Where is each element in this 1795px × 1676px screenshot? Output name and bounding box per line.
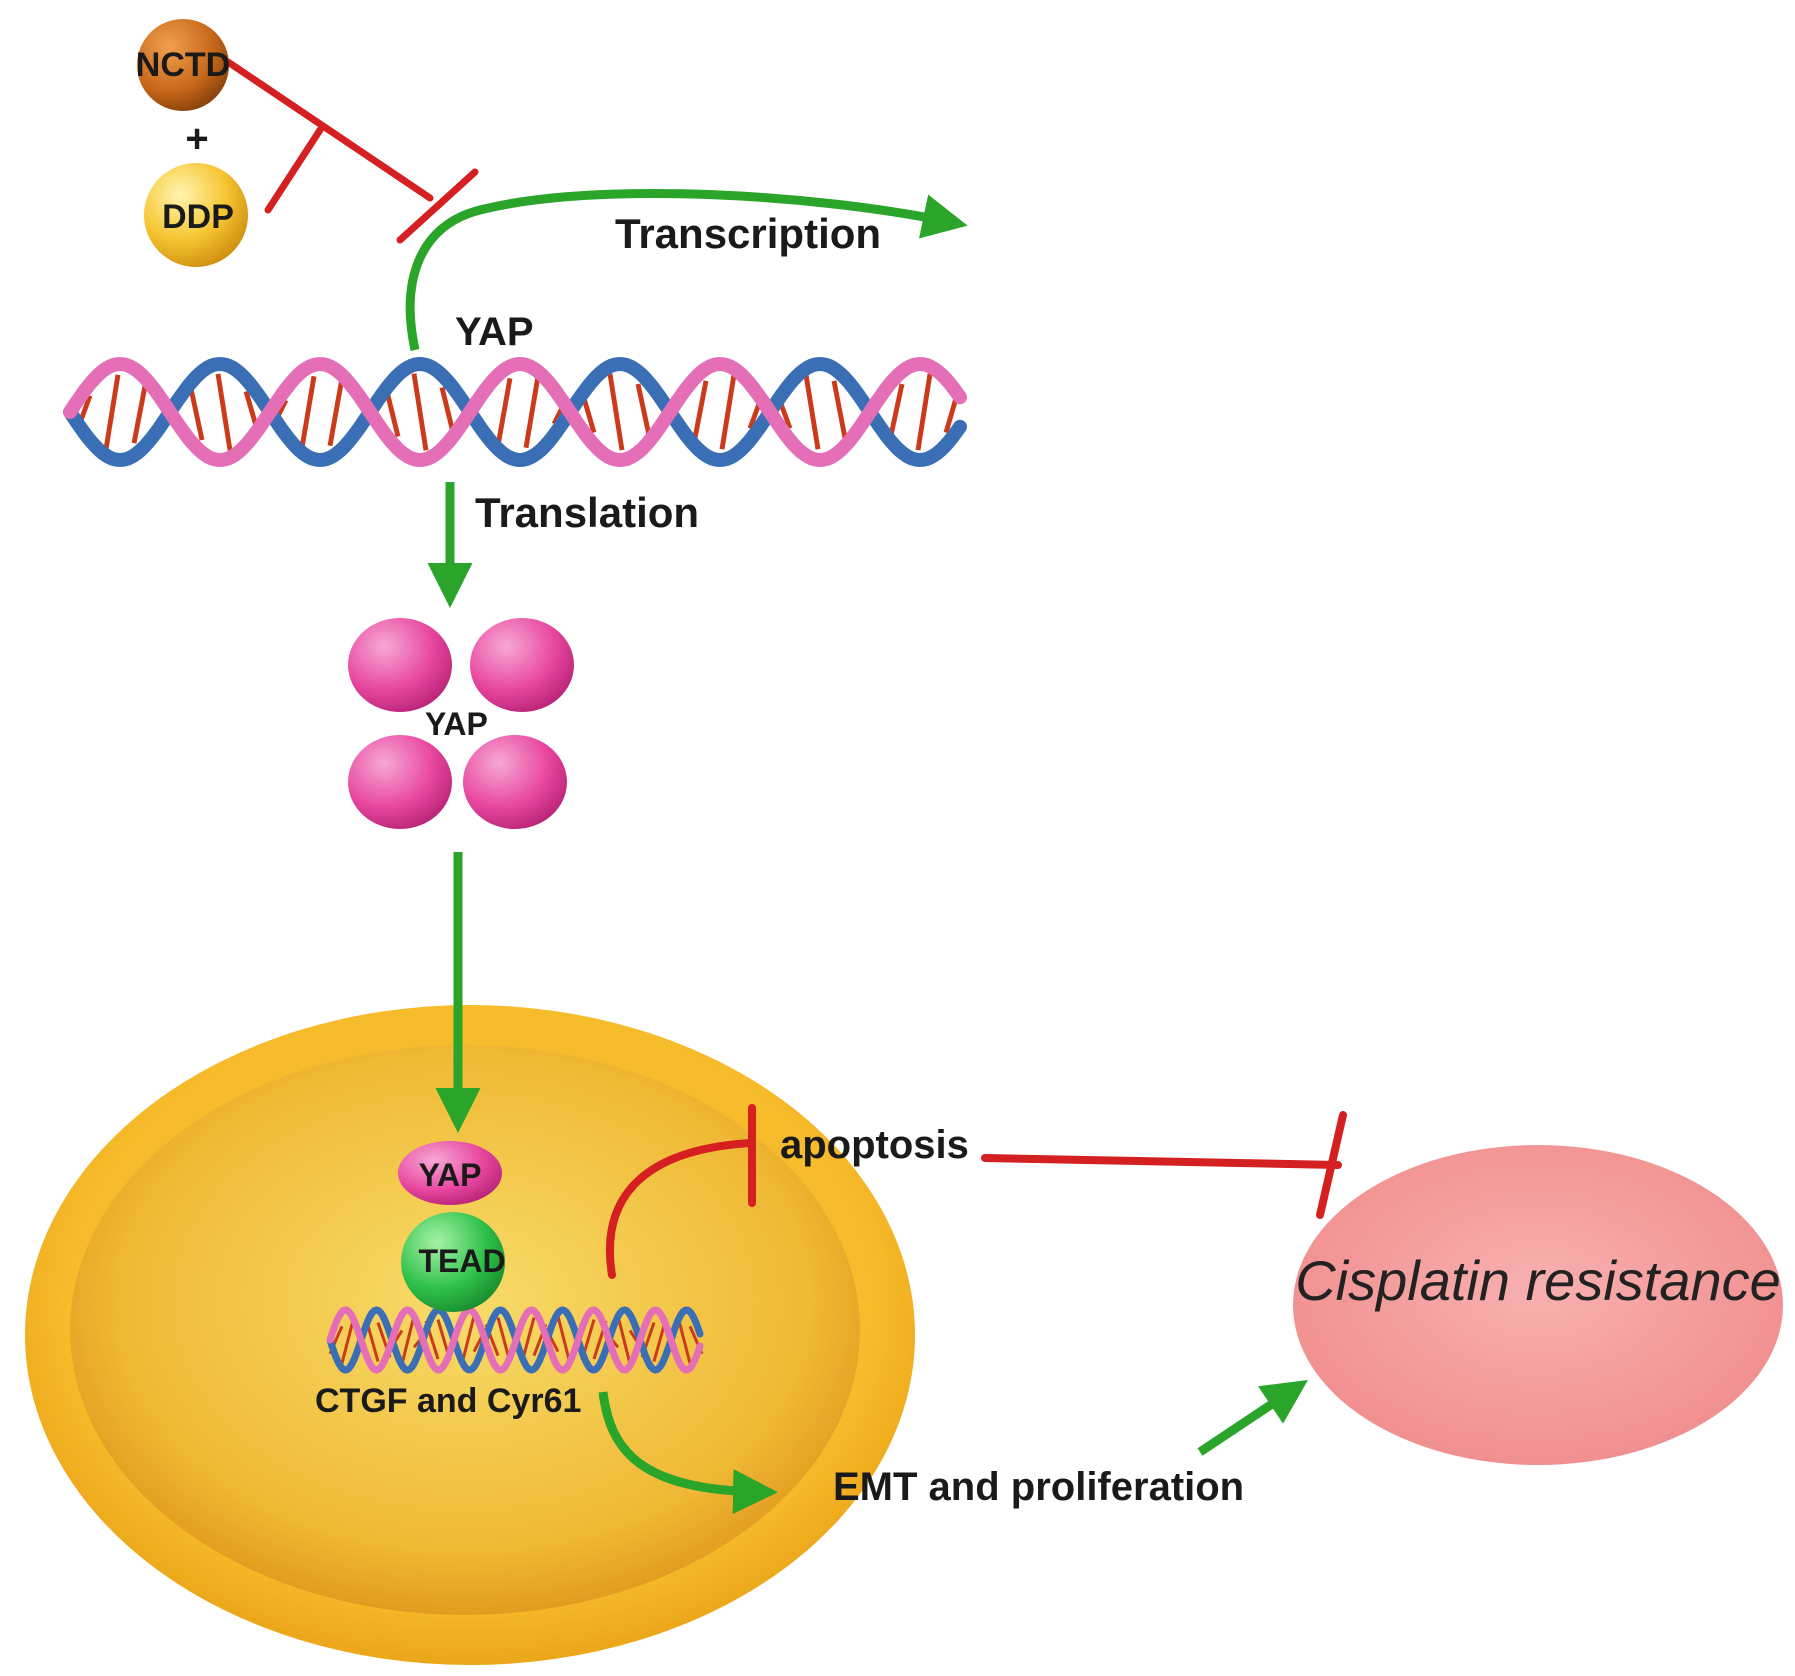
- cisplatin-resistance-label: Cisplatin resistance: [1295, 1249, 1781, 1312]
- dna-base-pair: [831, 380, 849, 444]
- yap-nuclear-label: YAP: [419, 1157, 482, 1193]
- dna-strand: [63, 356, 967, 468]
- dna-base-pair: [691, 380, 709, 444]
- dna-base-pair: [607, 373, 625, 451]
- dna-base-pair: [103, 374, 121, 450]
- dna-base-pair: [460, 1315, 476, 1365]
- transcription-label: Transcription: [615, 210, 881, 257]
- cisplatin-resistance-ellipse: [1293, 1145, 1783, 1465]
- dna-base-pair: [915, 373, 933, 451]
- ddp-molecule: [144, 163, 248, 267]
- dna-base-pair: [495, 377, 513, 447]
- dna-base-pair: [887, 383, 905, 441]
- ddp-label: DDP: [162, 198, 234, 236]
- dna-strand: [326, 1306, 704, 1374]
- yap-nuclear-protein: [398, 1141, 502, 1205]
- dna-base-pair: [187, 383, 205, 441]
- translation-label: Translation: [475, 489, 699, 536]
- dna-base-pair: [635, 383, 653, 441]
- yap-subunit: [348, 735, 452, 829]
- yap-subunit: [463, 735, 567, 829]
- yap-protein-label: YAP: [425, 706, 488, 742]
- transcription-arrow: [405, 189, 968, 351]
- dna-base-pair: [131, 380, 149, 444]
- dna-base-pair: [327, 377, 345, 447]
- dna-base-pair: [411, 373, 429, 451]
- tead-label: TEAD: [418, 1243, 505, 1279]
- yap-gene-label: YAP: [455, 310, 534, 354]
- dna-base-pair: [803, 374, 821, 450]
- yap-protein-cluster: [348, 618, 574, 829]
- dna-base-pair: [299, 375, 317, 449]
- dna-base-pair: [400, 1315, 416, 1365]
- dna-base-pair: [616, 1315, 632, 1365]
- dna-base-pair: [719, 374, 737, 450]
- apoptosis-inhibition-arrow: [605, 1104, 756, 1279]
- plus-label: +: [185, 117, 208, 161]
- nctd-molecule: [137, 19, 229, 111]
- nucleus-interior: [70, 1045, 860, 1615]
- yap-subunit: [348, 618, 452, 712]
- dna-helix-nucleus: [326, 1306, 704, 1374]
- yap-subunit: [470, 618, 574, 712]
- dna-helix-top: [63, 356, 967, 468]
- emt-proliferation-label: EMT and proliferation: [833, 1465, 1244, 1509]
- apoptosis-cisplatin-inhibition: [981, 1111, 1347, 1219]
- dna-base-pair: [523, 375, 541, 449]
- ctgf-cyr61-label: CTGF and Cyr61: [315, 1382, 581, 1420]
- emt-arrow: [598, 1391, 778, 1515]
- apoptosis-label: apoptosis: [780, 1123, 969, 1167]
- dna-base-pair: [556, 1315, 572, 1365]
- emt-cisplatin-arrow: [1197, 1380, 1308, 1456]
- nctd-label: NCTD: [136, 46, 230, 84]
- dna-base-pair: [215, 373, 233, 451]
- dna-strand: [63, 356, 967, 468]
- tead-protein: [401, 1212, 505, 1312]
- drug-inhibition-arrow: [224, 58, 479, 244]
